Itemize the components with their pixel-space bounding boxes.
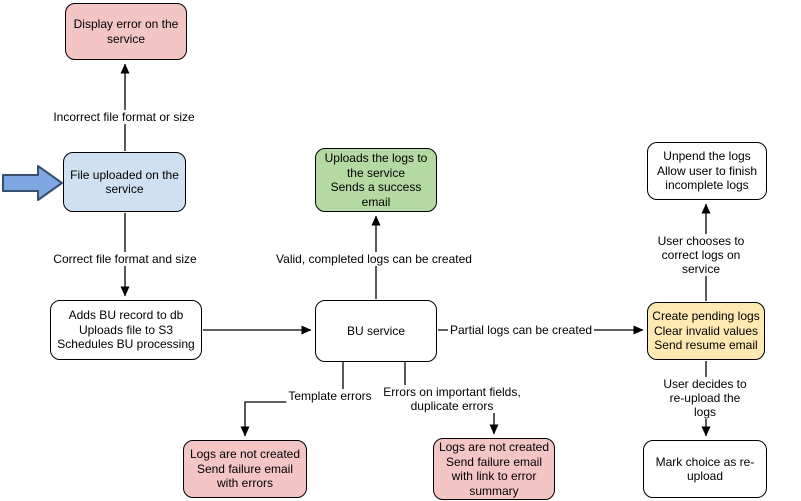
edge-label-valid-completed: Valid, completed logs can be created [274,252,474,266]
edge-label-user-chooses: User chooses to correct logs on service [651,234,751,276]
edge-label-template-errors: Template errors [286,389,374,403]
node-unpend-logs: Unpend the logs Allow user to finish inc… [647,142,767,200]
node-logs-fail-errors: Logs are not created Send failure email … [183,440,307,498]
node-file-uploaded: File uploaded on the service [63,152,186,212]
block-arrow-right-icon [2,165,63,201]
edge-label-user-decides: User decides to re-upload the logs [657,377,753,419]
edge-label-incorrect-format: Incorrect file format or size [51,110,197,124]
node-mark-choice: Mark choice as re- upload [643,440,767,498]
node-create-pending: Create pending logs Clear invalid values… [647,302,765,360]
node-display-error: Display error on the service [65,3,187,60]
node-bu-service: BU service [315,300,437,362]
edge-label-partial-logs: Partial logs can be created [447,323,595,337]
node-adds-bu-record: Adds BU record to db Uploads file to S3 … [50,300,202,360]
node-uploads-logs: Uploads the logs to the service Sends a … [315,148,437,212]
edge-label-correct-format: Correct file format and size [51,252,199,266]
edge-label-important-fields: Errors on important fields, duplicate er… [381,385,523,413]
node-logs-fail-summary: Logs are not created Send failure email … [433,438,555,500]
